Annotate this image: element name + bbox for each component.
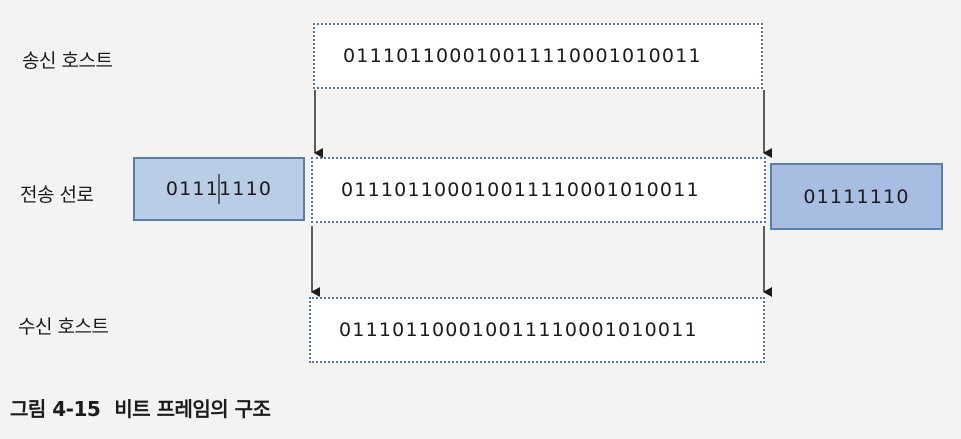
- transmission-line-label: 전송 선로: [20, 184, 94, 206]
- sender-data-bits: 011101100010011110001010011: [343, 45, 702, 67]
- sender-host-label: 송신 호스트: [22, 50, 113, 72]
- figure-caption: 그림 4-15 비트 프레임의 구조: [10, 393, 271, 422]
- line-data-bits: 011101100010011110001010011: [341, 179, 700, 201]
- start-flag-bits: 01111110: [165, 178, 273, 200]
- receiver-host-label: 수신 호스트: [18, 316, 109, 338]
- end-flag-box: 01111110: [770, 163, 943, 230]
- end-flag-bits: 01111110: [803, 185, 910, 208]
- receiver-data-bits: 011101100010011110001010011: [339, 319, 698, 341]
- figure-number: 그림 4-15: [10, 397, 101, 421]
- line-data-frame: 011101100010011110001010011: [311, 157, 766, 223]
- sender-data-frame: 011101100010011110001010011: [313, 23, 763, 89]
- figure-title: 비트 프레임의 구조: [114, 397, 271, 421]
- receiver-data-frame: 011101100010011110001010011: [309, 297, 765, 363]
